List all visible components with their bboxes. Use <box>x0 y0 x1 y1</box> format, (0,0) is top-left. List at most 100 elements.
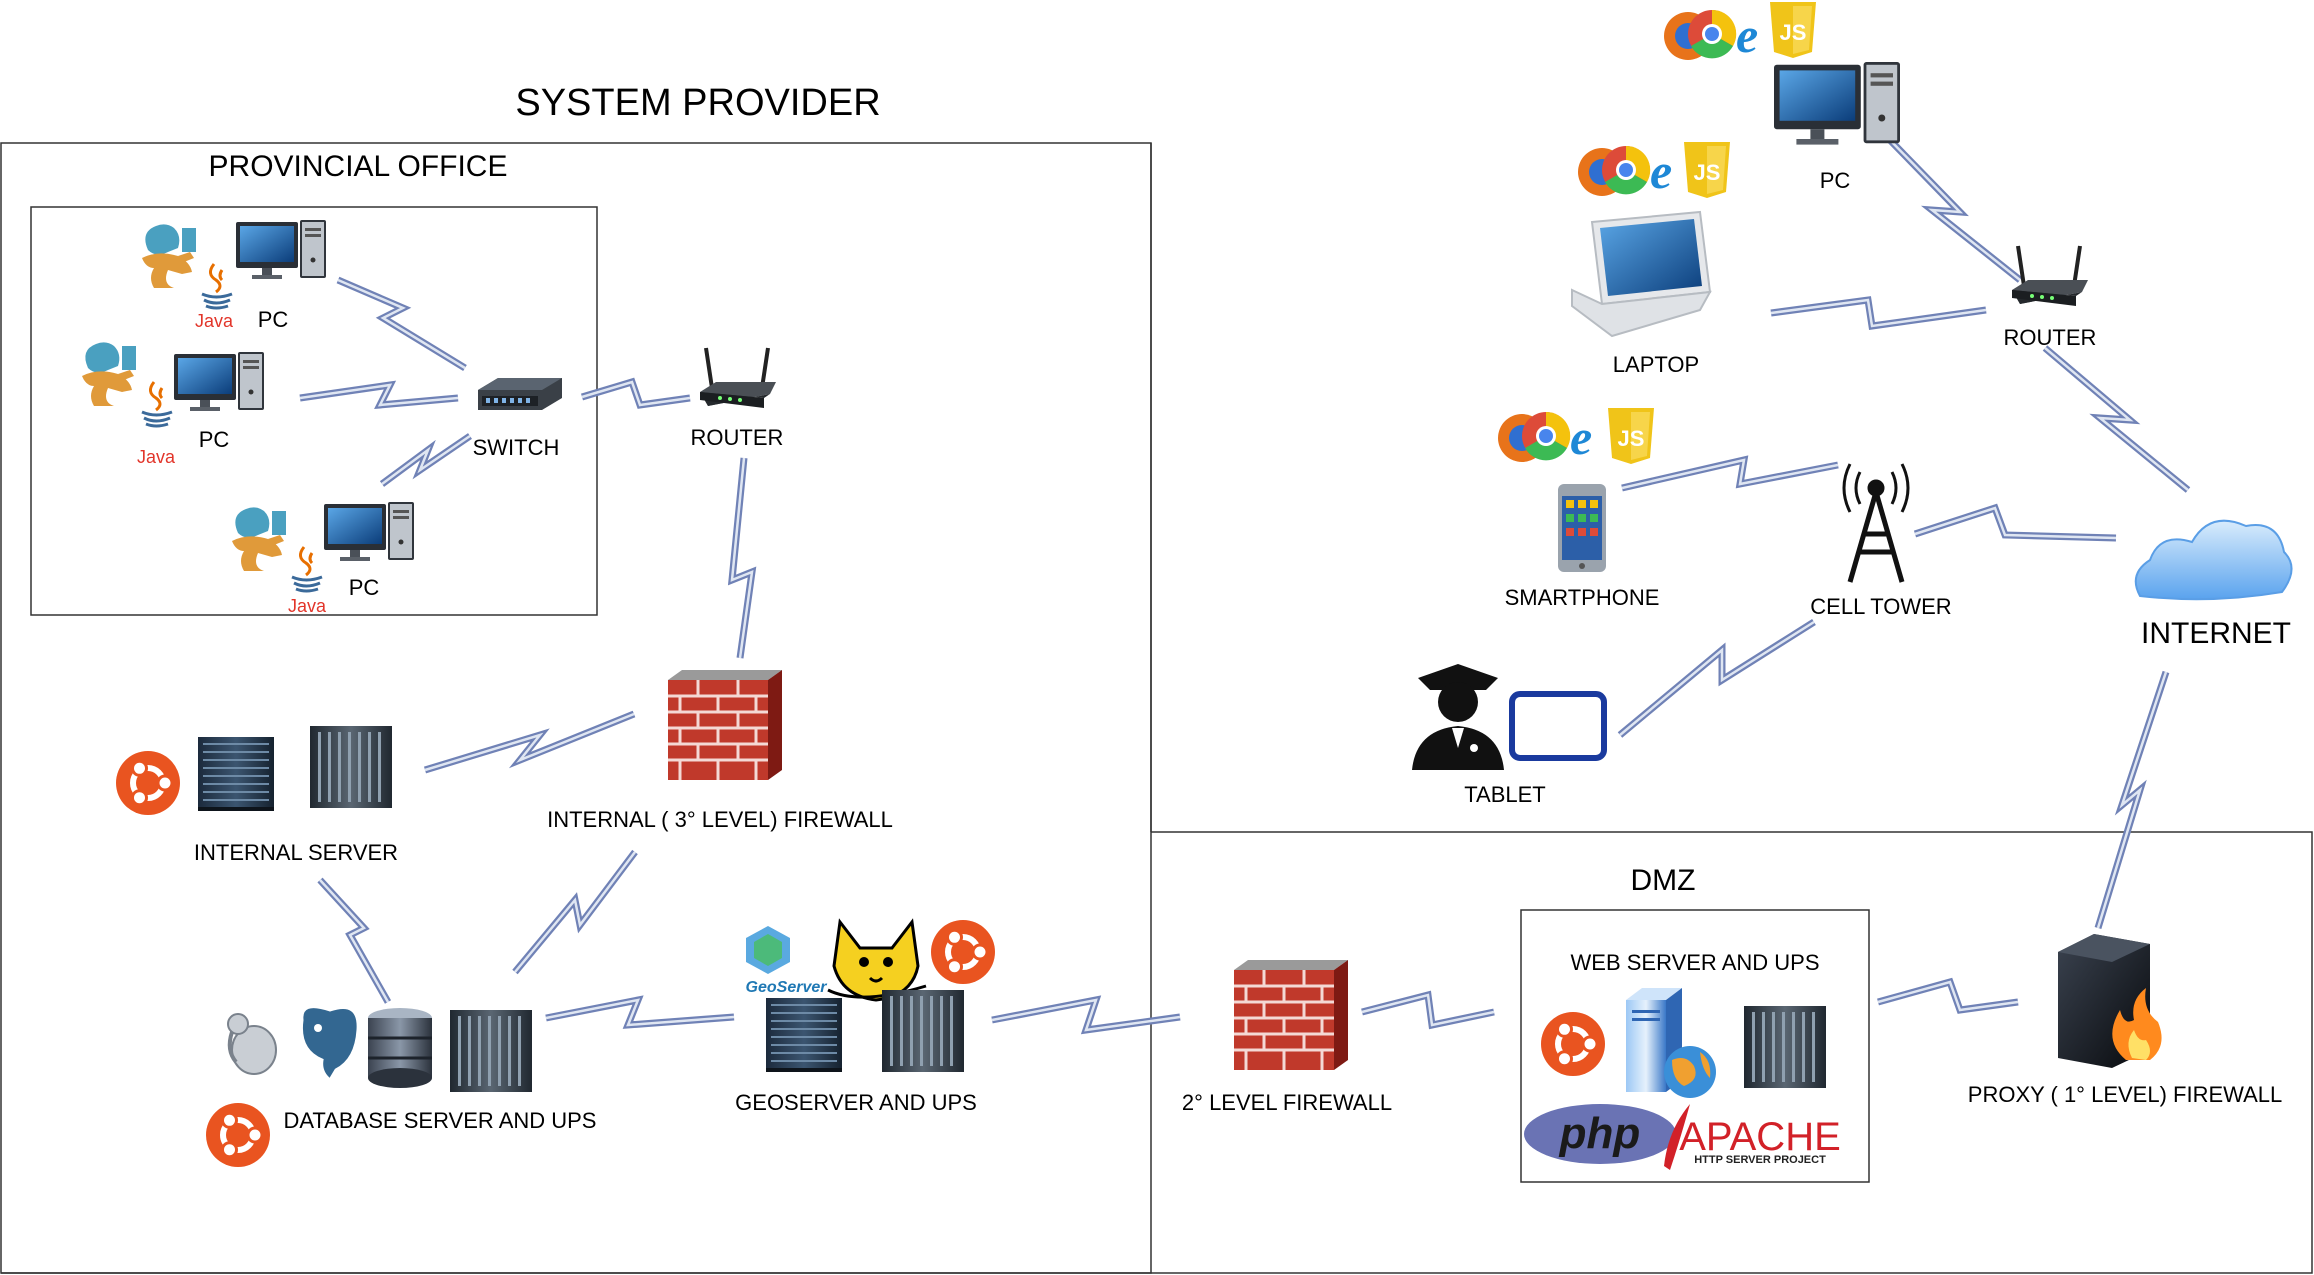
brick-firewall-icon <box>666 668 784 782</box>
network-switch-icon <box>478 378 562 410</box>
tablet: TABLET <box>1412 664 1607 807</box>
geoserver-label: GEOSERVER AND UPS <box>735 1090 977 1115</box>
java-label: Java <box>288 596 327 616</box>
java-label: Java <box>137 447 176 467</box>
qgis-kangaroo-icon <box>142 224 196 288</box>
tower-server-icon <box>1744 1006 1826 1088</box>
tower-server-icon <box>882 990 964 1072</box>
ubuntu-icon <box>206 1103 270 1167</box>
dmz-border <box>1 831 2313 1274</box>
internal-server-label: INTERNAL SERVER <box>194 840 398 865</box>
router-icon <box>2010 244 2090 308</box>
java-icon <box>140 380 174 428</box>
cell-tower-label: CELL TOWER <box>1810 594 1951 619</box>
javascript-icon <box>1608 408 1654 464</box>
database-server: DATABASE SERVER AND UPS <box>206 1005 597 1167</box>
tomcat-icon <box>827 918 927 1002</box>
provincial-office-label: PROVINCIAL OFFICE <box>209 150 508 183</box>
remote-router: ROUTER <box>2004 244 2097 350</box>
globe-icon <box>1664 1046 1716 1098</box>
postgresql-elephant-icon <box>227 1013 277 1075</box>
remote-router-label: ROUTER <box>2004 325 2097 350</box>
web-server-label: WEB SERVER AND UPS <box>1571 950 1820 975</box>
cell-tower-icon <box>1842 463 1910 583</box>
tablet-label: TABLET <box>1464 782 1546 807</box>
police-officer-icon <box>1412 664 1504 770</box>
pc-label: PC <box>349 575 380 600</box>
switch-label: SWITCH <box>473 435 560 460</box>
internet-label: INTERNET <box>2141 617 2291 650</box>
proxy-firewall-icon <box>2058 934 2162 1068</box>
tower-server-icon <box>450 1010 532 1092</box>
browser-icons <box>1664 7 1759 63</box>
database-icon <box>368 1008 432 1088</box>
diagram-title: SYSTEM PROVIDER <box>515 82 880 124</box>
database-server-label: DATABASE SERVER AND UPS <box>284 1108 597 1133</box>
office-pc-2: Java PC <box>82 342 264 467</box>
laptop-icon <box>1571 210 1712 338</box>
ubuntu-icon <box>931 920 995 984</box>
browser-icons <box>1498 409 1593 465</box>
dmz-label: DMZ <box>1631 864 1696 897</box>
geoserver: GeoServer GEOSERVER AND UPS <box>735 920 995 1115</box>
postgresql-icon <box>299 1005 360 1083</box>
remote-pc: PC <box>1664 2 1900 193</box>
proxy-firewall: PROXY ( 1° LEVEL) FIREWALL <box>1968 934 2282 1107</box>
remote-pc-label: PC <box>1820 168 1851 193</box>
provincial-office-box <box>30 206 598 616</box>
qgis-kangaroo-icon <box>82 342 136 406</box>
qgis-kangaroo-icon <box>232 507 286 571</box>
pc-label: PC <box>199 427 230 452</box>
cloud-icon <box>2134 519 2293 601</box>
rack-server-icon <box>766 998 842 1072</box>
smartphone: SMARTPHONE <box>1498 408 1659 610</box>
brick-firewall-icon <box>1232 958 1350 1072</box>
office-router: ROUTER <box>691 346 784 450</box>
tablet-icon <box>1509 691 1607 761</box>
office-pc-1: Java PC <box>142 220 326 332</box>
internet: INTERNET <box>2134 519 2293 650</box>
geoserver-icon <box>746 926 790 974</box>
web-server-box <box>1520 909 1870 1183</box>
network-switch: SWITCH <box>473 378 562 460</box>
apache-subtitle: HTTP SERVER PROJECT <box>1694 1154 1826 1166</box>
rack-server-icon <box>198 737 274 811</box>
desktop-pc-icon <box>324 502 414 561</box>
ubuntu-icon <box>116 751 180 815</box>
browser-icons <box>1578 143 1673 199</box>
tower-server-icon <box>310 726 392 808</box>
java-label: Java <box>195 311 234 331</box>
cell-tower: CELL TOWER <box>1810 463 1952 619</box>
router-label: ROUTER <box>691 425 784 450</box>
php-logo-text: php <box>1559 1109 1641 1158</box>
desktop-pc-icon <box>1774 62 1900 145</box>
java-icon <box>290 545 324 593</box>
laptop-label: LAPTOP <box>1613 352 1699 377</box>
apache-icon: APACHE HTTP SERVER PROJECT <box>1664 1104 1841 1170</box>
desktop-pc-icon <box>236 220 326 279</box>
second-level-firewall: 2° LEVEL FIREWALL <box>1182 958 1392 1115</box>
web-server: WEB SERVER AND UPS php APACHE HTTP SERVE… <box>1524 950 1841 1170</box>
network-links <box>299 135 2191 1035</box>
smartphone-label: SMARTPHONE <box>1505 585 1660 610</box>
internal-server: INTERNAL SERVER <box>116 726 398 865</box>
second-firewall-label: 2° LEVEL FIREWALL <box>1182 1090 1392 1115</box>
apache-logo-text: APACHE <box>1679 1115 1841 1159</box>
java-icon <box>200 262 234 310</box>
geoserver-logo-text: GeoServer <box>746 979 828 996</box>
pc-label: PC <box>258 307 289 332</box>
php-icon: php <box>1524 1104 1676 1164</box>
desktop-pc-icon <box>174 352 264 411</box>
javascript-icon <box>1684 142 1730 198</box>
ubuntu-icon <box>1541 1012 1605 1076</box>
system-provider-border <box>0 142 1152 1274</box>
proxy-firewall-label: PROXY ( 1° LEVEL) FIREWALL <box>1968 1082 2282 1107</box>
smartphone-icon <box>1558 484 1606 572</box>
internal-firewall-label: INTERNAL ( 3° LEVEL) FIREWALL <box>547 807 893 832</box>
laptop: LAPTOP <box>1571 142 1730 377</box>
javascript-icon <box>1770 2 1816 58</box>
internal-firewall: INTERNAL ( 3° LEVEL) FIREWALL <box>547 668 893 832</box>
office-pc-3: Java PC <box>232 502 414 616</box>
router-icon <box>698 346 778 410</box>
